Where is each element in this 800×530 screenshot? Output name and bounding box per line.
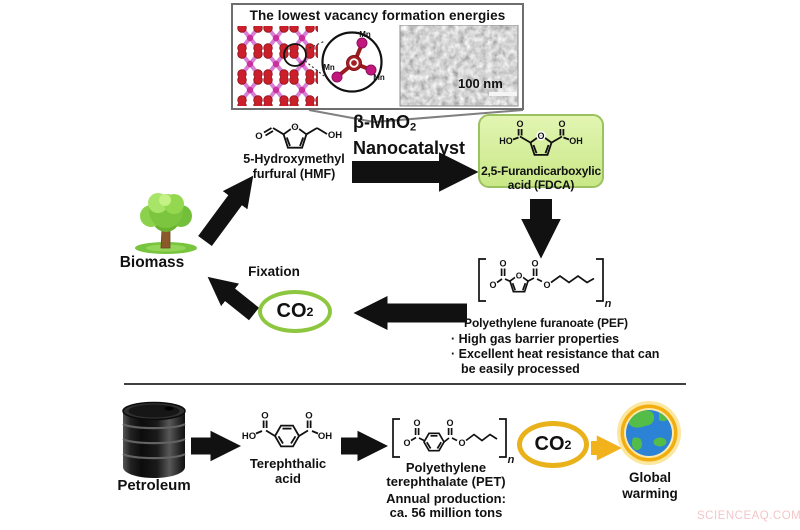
co2-subscript: 2 [306,304,314,319]
biomass-tree-icon [135,193,197,254]
tpa-carbonyl-oxygen-right: O [305,411,312,422]
fdca-oh-group: OH [569,136,583,146]
pet-structure: O O O O n [392,418,515,466]
tpa-oh-group: OH [318,431,332,442]
catalyst-formula-subscript: 2 [409,121,417,134]
pef-carbonyl-oxygen-left: O [499,259,506,269]
callout-funnel-left-line [308,109,375,123]
scale-bar [489,92,517,96]
pef-repeat-subscript: n [605,298,612,310]
mn-atom-left [331,71,343,83]
pet-carbonyl-oxygen-left: O [413,418,420,428]
catalyst-label: β-MnO2 Nanocatalyst [353,112,465,159]
oxygen-vacancy-atom [346,55,362,71]
global-warming-globe-icon [617,401,681,465]
pet-production-line1: Annual production: [386,491,506,506]
catalyst-line2: Nanocatalyst [353,138,466,159]
hmf-label-line2: furfural (HMF) [252,166,336,181]
pef-ester-oxygen-right: O [543,280,550,290]
fdca-carbonyl-oxygen-left: O [516,119,523,129]
pef-label: Polyethylene furanoate (PEF) [464,316,628,330]
callout-funnel-right-line [373,109,524,123]
fdca-label: 2,5-Furandicarboxylic acid (FDCA) [480,164,602,192]
mn-o-inset-circle: Mn Mn Mn [321,30,385,93]
hmf-label: 5-Hydroxymethyl furfural (HMF) [237,152,351,181]
pef-bullet-1: · High gas barrier properties [451,332,620,346]
vacancy-box-graphic: Mn Mn Mn 100 nm [237,25,519,107]
arrow-co2-to-biomass [207,276,259,321]
tpa-ho-group: HO [242,431,256,442]
pet-ester-oxygen-left: O [403,438,410,448]
global-warming-label: Global warming [611,470,689,502]
pef-carbonyl-oxygen-right: O [531,259,538,269]
tpa-label-line1: Terephthalic [249,456,327,471]
section-divider [124,383,686,385]
global-warming-line2: warming [622,486,678,501]
tpa-carbonyl-oxygen-left: O [261,411,268,422]
biomass-label: Biomass [119,254,185,271]
scale-bar-label: 100 nm [458,76,503,91]
mn-atom-top [356,37,368,49]
pef-ring-oxygen: O [516,271,523,281]
watermark: SCIENCEAQ.COM [697,510,800,522]
pet-carbonyl-oxygen-right: O [446,418,453,428]
hmf-ring-oxygen: O [291,122,298,133]
petroleum-label: Petroleum [117,477,191,494]
mn-label-left: Mn [323,63,335,72]
hmf-label-line1: 5-Hydroxymethyl [243,152,345,166]
mn-atom-right [365,64,377,76]
catalyst-line1: β-MnO2 [353,112,465,138]
fdca-label-line1: 2,5-Furandicarboxylic [481,164,601,178]
crystal-lattice-graphic [237,26,318,106]
petroleum-barrel-icon [122,401,186,478]
pet-production-line2: ca. 56 million tons [389,505,503,520]
tpa-label: Terephthalic acid [240,456,336,486]
catalyst-formula: β-MnO [353,112,410,132]
pef-bullet-2-line2: be easily processed [461,362,580,376]
hmf-structure: O O OH [255,121,342,149]
pet-repeat-subscript: n [508,454,515,466]
pet-ester-oxygen-right: O [458,438,465,448]
pet-label-line1: Polyethylene [405,460,487,475]
pef-structure: O O O O O n [478,258,612,310]
vacancy-box-title: The lowest vacancy formation energies [249,8,506,23]
mn-label-top: Mn [359,30,371,39]
global-warming-line1: Global [628,470,671,485]
co2-emission-subscript: 2 [564,437,572,452]
dotted-connector-top [304,40,326,51]
hmf-aldehyde-oxygen: O [255,131,262,142]
fdca-structure: O O O HO OH [499,119,583,156]
lattice-highlight-circle [283,43,307,67]
pef-ester-oxygen-left: O [489,280,496,290]
pef-properties-list: · High gas barrier properties · Excellen… [451,332,661,377]
tree-canopy [140,193,192,232]
tpa-structure: O O HO OH [242,411,332,448]
pef-bullet-2-line1: · Excellent heat resistance that can [451,347,660,361]
mn-label-right: Mn [373,73,385,82]
fixation-label: Fixation [248,264,300,279]
sem-image: 100 nm [399,25,519,107]
pet-label-block: Polyethylene terephthalate (PET) Annual … [377,461,515,520]
fdca-ring-oxygen: O [537,131,544,141]
fdca-product-box: O O O HO OH 2,5-Furandicarboxylic acid (… [478,114,604,192]
tpa-label-line2: acid [274,471,301,486]
pet-label-line2: terephthalate (PET) [386,474,506,489]
co2-emission-text: CO [534,433,565,455]
vacancy-energy-box: The lowest vacancy formation energies [231,3,524,110]
hmf-hydroxyl: OH [328,130,342,141]
co2-text: CO [276,300,307,322]
arrow-biomass-to-hmf [198,175,254,247]
fdca-carbonyl-oxygen-right: O [558,119,565,129]
fdca-label-line2: acid (FDCA) [507,178,575,192]
fdca-ho-group: HO [499,136,513,146]
